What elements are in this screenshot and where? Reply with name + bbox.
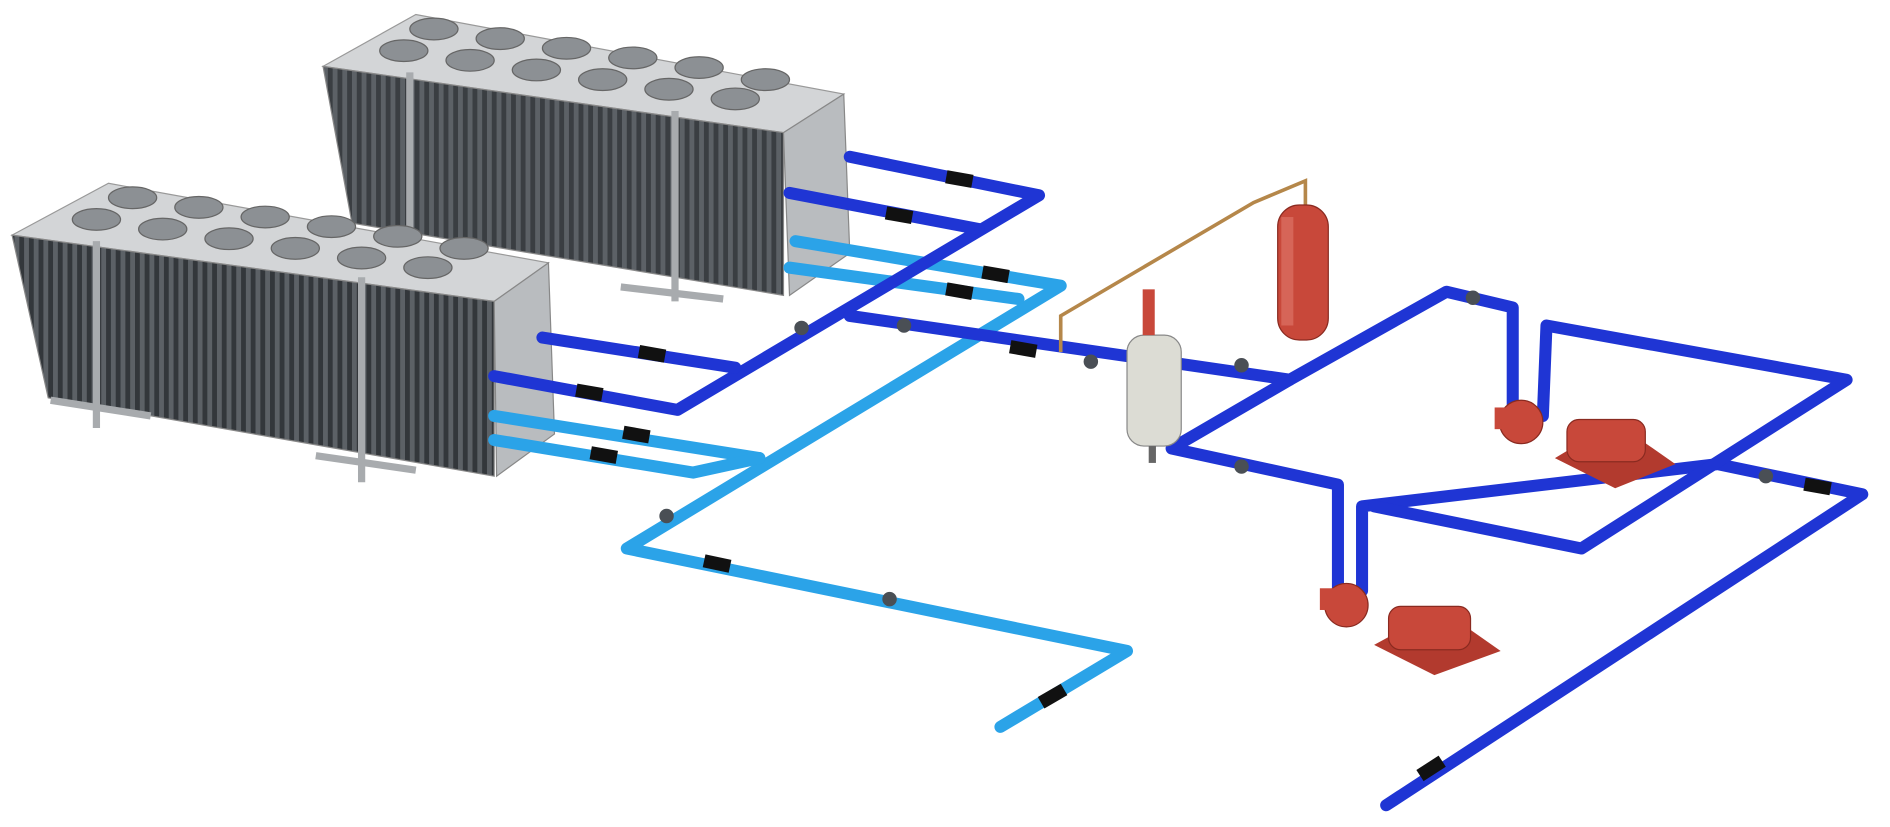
flow-arrow-markers — [575, 170, 1832, 782]
expansion-tank — [1277, 204, 1329, 341]
valves — [659, 290, 1774, 607]
air-dirt-separator — [1126, 289, 1182, 463]
return-piping — [488, 235, 1134, 733]
copper-line — [1058, 178, 1308, 353]
pump-upper — [1494, 399, 1676, 489]
pump-lower — [1319, 582, 1501, 676]
dry-cooler-lower — [10, 182, 556, 483]
